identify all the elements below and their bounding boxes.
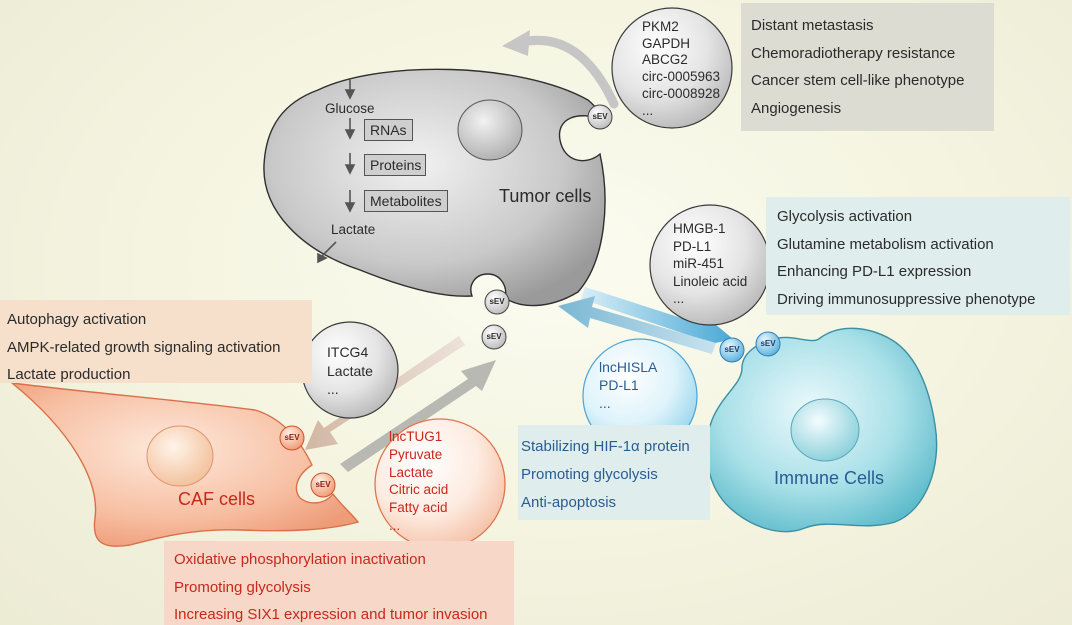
caf-out-cargo-6: ... <box>389 517 401 533</box>
caf-out-cargo-5: Fatty acid <box>389 500 448 516</box>
immune-in-effects-box: Glycolysis activation Glutamine metaboli… <box>766 197 1070 315</box>
caf-out-effect-3: Increasing SIX1 expression and tumor inv… <box>174 606 488 623</box>
immune-nucleus <box>790 398 860 462</box>
immune-in-effect-1: Glycolysis activation <box>777 208 913 225</box>
tumor-cargo-1: PKM2 <box>642 19 679 34</box>
sev-label-tumor-bottom-1: sEV <box>489 297 505 306</box>
caf-out-effects-box: Oxidative phosphorylation inactivation P… <box>164 541 514 625</box>
tumor-effect-4: Angiogenesis <box>751 99 842 117</box>
immune-in-cargo-5: ... <box>673 291 685 306</box>
immune-in-cargo-list: HMGB-1 PD-L1 miR-451 Linoleic acid ... <box>673 220 747 308</box>
arrow-caf-to-tumor <box>340 360 496 472</box>
tumor-nucleus <box>457 99 523 161</box>
immune-out-cargo-3: ... <box>599 395 611 411</box>
caf-in-cargo-1: ITCG4 <box>327 344 369 360</box>
sev-vesicle-immune-2 <box>755 331 781 357</box>
tumor-cargo-5: circ-0008928 <box>642 85 721 101</box>
tumor-cells-title: Tumor cells <box>499 186 592 206</box>
caf-out-cargo-2: Pyruvate <box>389 446 443 462</box>
immune-out-cargo-list: lncHISLA PD-L1 ... <box>599 358 657 412</box>
pathway-lactate: Lactate <box>331 222 376 237</box>
tumor-effect-2: Chemoradiotherapy resistance <box>751 44 956 62</box>
sev-label-caf-2: sEV <box>315 480 331 489</box>
caf-nucleus <box>146 425 214 487</box>
caf-in-effect-2: AMPK-related growth signaling activation <box>7 338 281 356</box>
sev-vesicle-tumor-top <box>587 104 613 130</box>
arrow-tumor-to-immune <box>581 287 733 348</box>
sev-label-immune-1: sEV <box>724 345 740 354</box>
sev-vesicle-caf-2 <box>310 472 336 498</box>
caf-out-cargo-3: Lactate <box>389 464 434 480</box>
sev-vesicle-tumor-bottom-1 <box>484 289 510 315</box>
caf-in-effect-3: Lactate production <box>7 366 131 383</box>
immune-out-effect-2: Promoting glycolysis <box>521 466 658 483</box>
immune-cells-title: Immune Cells <box>774 468 885 488</box>
tumor-cargo-3: ABCG2 <box>642 52 688 68</box>
immune-in-cargo-3: miR-451 <box>673 256 725 271</box>
arrow-immune-to-tumor <box>558 296 716 354</box>
arrow-tumor-effects-head <box>502 30 530 56</box>
caf-out-cargo-list: lncTUG1 Pyruvate Lactate Citric acid Fat… <box>389 428 448 535</box>
immune-out-cargo-1: lncHISLA <box>599 359 658 375</box>
immune-out-effects-box: Stabilizing HIF-1α protein Promoting gly… <box>518 425 710 520</box>
tumor-cargo-bubble <box>611 7 733 129</box>
immune-in-cargo-1: HMGB-1 <box>673 221 726 236</box>
pathway-arrows <box>317 78 356 264</box>
arrow-tumor-effects <box>517 35 619 109</box>
sev-label-immune-2: sEV <box>760 339 776 348</box>
immune-out-effect-1: Stabilizing HIF-1α protein <box>521 438 690 455</box>
immune-in-cargo-2: PD-L1 <box>673 238 712 254</box>
sev-label-tumor-top: sEV <box>592 112 608 121</box>
caf-out-effect-1: Oxidative phosphorylation inactivation <box>174 551 426 568</box>
pathway-metabolites: Metabolites <box>364 190 448 212</box>
sev-vesicle-tumor-bottom-2 <box>481 324 507 350</box>
tumor-cargo-6: ... <box>642 102 654 118</box>
sev-label-caf-1: sEV <box>284 433 300 442</box>
caf-in-cargo-3: ... <box>327 381 339 397</box>
caf-out-cargo-4: Citric acid <box>389 482 449 498</box>
pathway-proteins: Proteins <box>364 154 426 176</box>
immune-in-effect-3: Enhancing PD-L1 expression <box>777 263 972 280</box>
immune-in-effect-2: Glutamine metabolism activation <box>777 235 994 253</box>
tumor-effect-1: Distant metastasis <box>751 17 874 34</box>
caf-cells-title: CAF cells <box>178 489 256 509</box>
caf-out-cargo-1: lncTUG1 <box>389 429 443 444</box>
caf-in-effect-1: Autophagy activation <box>7 311 147 328</box>
caf-in-cargo-list: ITCG4 Lactate ... <box>327 343 373 399</box>
pathway-rnas: RNAs <box>364 119 413 141</box>
immune-in-cargo-4: Linoleic acid <box>673 273 748 289</box>
immune-out-effect-3: Anti-apoptosis <box>521 494 617 511</box>
tumor-effect-3: Cancer stem cell-like phenotype <box>751 72 965 89</box>
immune-out-cargo-2: PD-L1 <box>599 377 639 393</box>
sev-vesicle-caf-1 <box>279 425 305 451</box>
tumor-cargo-list: PKM2 GAPDH ABCG2 circ-0005963 circ-00089… <box>642 19 720 119</box>
caf-in-effects-box: Autophagy activation AMPK-related growth… <box>0 300 312 383</box>
immune-in-effect-4: Driving immunosuppressive phenotype <box>777 290 1036 308</box>
sev-label-tumor-bottom-2: sEV <box>486 332 502 341</box>
tumor-effects-box: Distant metastasis Chemoradiotherapy res… <box>741 3 994 131</box>
caf-out-effect-2: Promoting glycolysis <box>174 578 311 596</box>
sev-vesicle-immune-1 <box>719 337 745 363</box>
tumor-cargo-2: GAPDH <box>642 35 691 51</box>
tumor-cargo-4: circ-0005963 <box>642 69 721 85</box>
pathway-glucose: Glucose <box>325 101 375 116</box>
caf-in-cargo-2: Lactate <box>327 362 373 379</box>
